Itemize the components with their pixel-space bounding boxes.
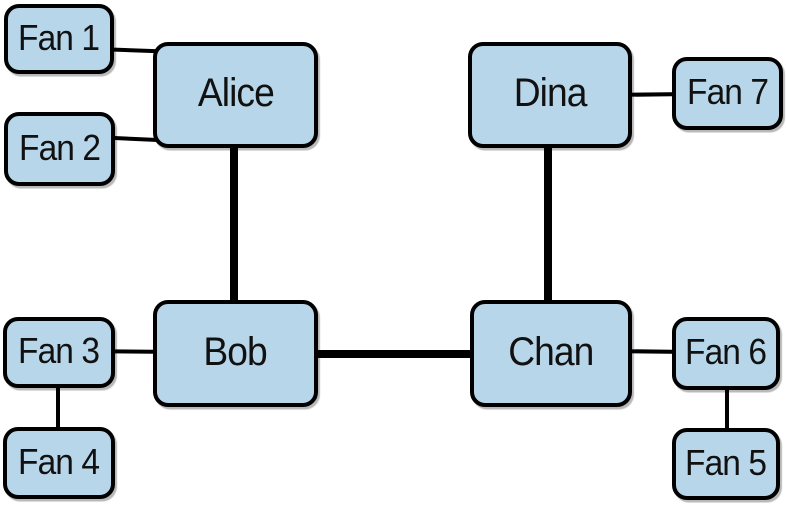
node-label: Alice: [197, 71, 275, 115]
node-fan2: Fan 2: [4, 112, 115, 186]
node-chan: Chan: [470, 300, 632, 407]
node-fan6: Fan 6: [672, 317, 780, 390]
node-dina: Dina: [468, 42, 632, 148]
node-label: Fan 5: [685, 441, 768, 483]
node-label: Chan: [508, 329, 594, 374]
node-label: Fan 6: [685, 331, 768, 372]
node-label: Bob: [203, 329, 268, 374]
node-fan1: Fan 1: [4, 4, 114, 74]
node-bob: Bob: [153, 300, 318, 407]
node-fan7: Fan 7: [672, 57, 783, 130]
node-fan4: Fan 4: [3, 427, 115, 499]
node-label: Fan 1: [18, 16, 101, 58]
node-fan5: Fan 5: [672, 428, 780, 500]
node-label: Dina: [513, 71, 588, 115]
node-alice: Alice: [153, 42, 318, 148]
node-label: Fan 3: [18, 330, 101, 371]
node-label: Fan 2: [19, 126, 101, 168]
node-fan3: Fan 3: [3, 317, 115, 388]
node-label: Fan 4: [18, 440, 101, 482]
node-label: Fan 7: [687, 71, 769, 112]
